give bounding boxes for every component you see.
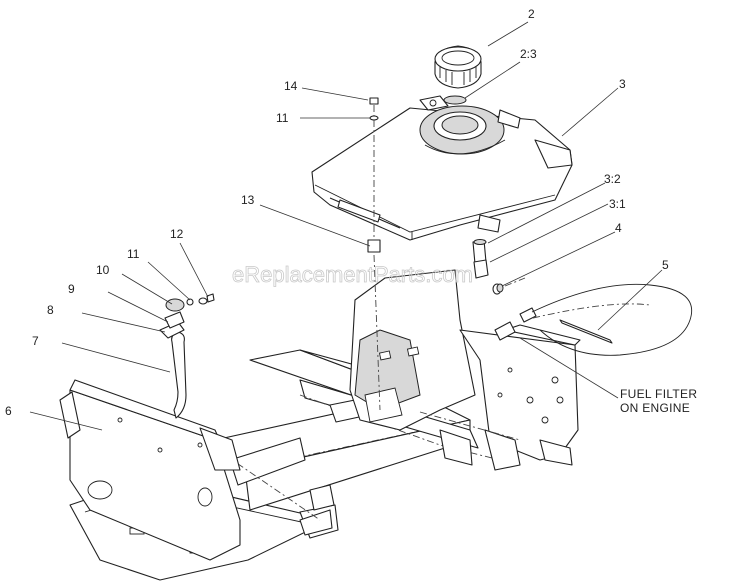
callout-nut: 12	[170, 227, 184, 241]
shutoff-valve	[472, 239, 489, 279]
watermark: eReplacementParts.com	[232, 262, 473, 287]
mower-frame	[59, 269, 581, 581]
callout-vent-tube: 7	[32, 334, 39, 348]
clamp-fitting	[164, 311, 185, 329]
callout-bolt-top: 14	[284, 79, 298, 93]
fuel-filter-note-line2: ON ENGINE	[620, 401, 690, 415]
callout-bolt: 6	[5, 404, 12, 418]
vent-tube	[159, 321, 187, 419]
callout-grommet: 8	[47, 303, 54, 317]
fuel-line	[494, 277, 692, 356]
fuel-cap	[434, 45, 482, 89]
tank-bolt	[367, 97, 381, 411]
callout-cap-gasket: 2:3	[520, 47, 537, 61]
callout-clamp: 9	[68, 282, 75, 296]
vent-cap	[165, 293, 215, 312]
fuel-filter-note-line1: FUEL FILTER	[620, 387, 697, 401]
callout-valve-fitting: 3:1	[609, 197, 626, 211]
callout-washer-left: 11	[127, 247, 140, 261]
hose-clamp	[492, 283, 504, 295]
callout-washer-top: 11	[276, 111, 289, 125]
callout-fuel-tank: 3	[619, 77, 626, 91]
leader-lines	[29, 21, 663, 431]
callout-shutoff-valve: 3:2	[604, 172, 621, 186]
callout-fuel-cap: 2	[528, 7, 535, 21]
callout-vent-cap: 10	[96, 263, 110, 277]
cap-gasket	[443, 95, 467, 105]
callout-hose-clamp: 4	[615, 221, 622, 235]
fuel-tank	[311, 95, 573, 241]
callout-spacer: 13	[241, 193, 255, 207]
callout-fuel-line: 5	[662, 258, 669, 272]
